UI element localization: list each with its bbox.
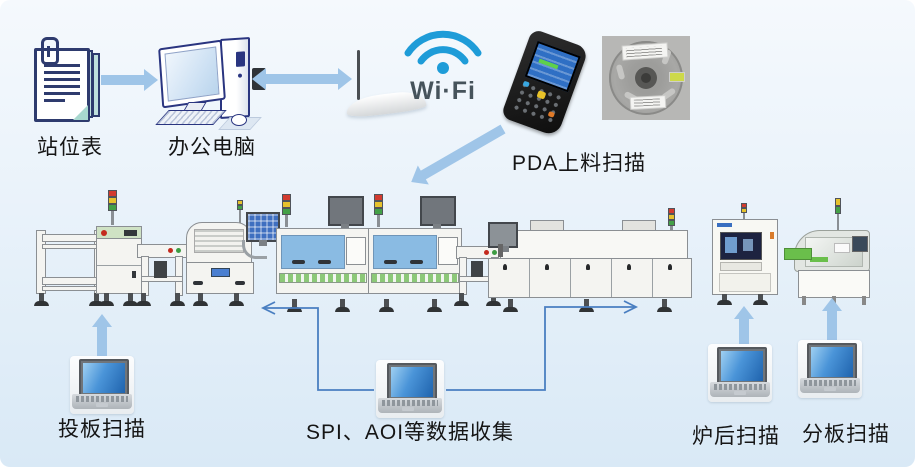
post-reflow-scan-label: 炉后扫描 bbox=[692, 425, 780, 448]
pda-scanner-icon bbox=[493, 26, 596, 143]
data-collection-label: SPI、AOI等数据收集 bbox=[306, 421, 515, 444]
laptop-icon bbox=[798, 340, 862, 398]
component-reel-photo bbox=[602, 36, 690, 120]
signal-tower-icon bbox=[280, 194, 292, 227]
arrow-diagonal-icon bbox=[405, 119, 509, 192]
board-feed-scan-label: 投板扫描 bbox=[58, 418, 146, 441]
arrow-up-icon bbox=[92, 314, 112, 358]
desktop-computer-icon bbox=[155, 34, 266, 130]
arrow-right-icon bbox=[101, 69, 158, 91]
machine-window bbox=[373, 235, 437, 269]
conveyor-belt bbox=[784, 248, 812, 260]
board-loader-rack bbox=[34, 230, 104, 306]
machine-window bbox=[281, 235, 345, 269]
machine-monitor bbox=[246, 212, 280, 246]
laptop-icon bbox=[70, 356, 134, 414]
arrow-double-icon bbox=[252, 68, 352, 90]
aoi-inspection-machine bbox=[712, 203, 778, 305]
antenna-icon bbox=[357, 50, 360, 100]
signal-tower-icon bbox=[372, 194, 384, 227]
keyboard-icon bbox=[155, 110, 227, 125]
mouse-icon bbox=[231, 114, 247, 126]
signal-tower-icon bbox=[106, 190, 118, 225]
depaneling-router-machine bbox=[784, 198, 874, 305]
paperclip-icon bbox=[41, 37, 59, 65]
signal-tower-icon bbox=[739, 203, 748, 219]
pcb-magazine-loader bbox=[96, 190, 142, 306]
monitor-arm bbox=[242, 240, 267, 259]
machine-monitor bbox=[488, 222, 518, 252]
depanel-scan-label: 分板扫描 bbox=[802, 423, 890, 446]
laptop-icon bbox=[376, 360, 444, 418]
arrow-up-icon bbox=[734, 306, 754, 346]
machine-monitor bbox=[328, 196, 364, 230]
station-table-label: 站位表 bbox=[37, 136, 103, 159]
solder-paste-printer bbox=[186, 196, 282, 306]
arrow-up-icon bbox=[822, 298, 842, 340]
pick-and-place-machine-2 bbox=[368, 194, 462, 312]
laptop-icon bbox=[708, 344, 772, 402]
document-icon bbox=[34, 37, 100, 124]
monitor-icon bbox=[158, 39, 226, 109]
signal-tower-icon bbox=[666, 208, 676, 232]
reflow-oven bbox=[486, 208, 694, 312]
pda-scan-label: PDA上料扫描 bbox=[512, 152, 647, 175]
data-connector-line bbox=[260, 300, 639, 391]
conveyor bbox=[136, 244, 187, 306]
office-computer-label: 办公电脑 bbox=[168, 136, 256, 159]
wifi-label: Wi·Fi bbox=[410, 77, 476, 105]
wifi-router-icon bbox=[345, 50, 428, 122]
pick-and-place-machine-1 bbox=[276, 194, 370, 312]
wifi-icon: Wi·Fi bbox=[400, 23, 486, 106]
signal-tower-icon bbox=[834, 198, 842, 230]
signal-tower-icon bbox=[236, 200, 244, 224]
machine-monitor bbox=[420, 196, 456, 230]
